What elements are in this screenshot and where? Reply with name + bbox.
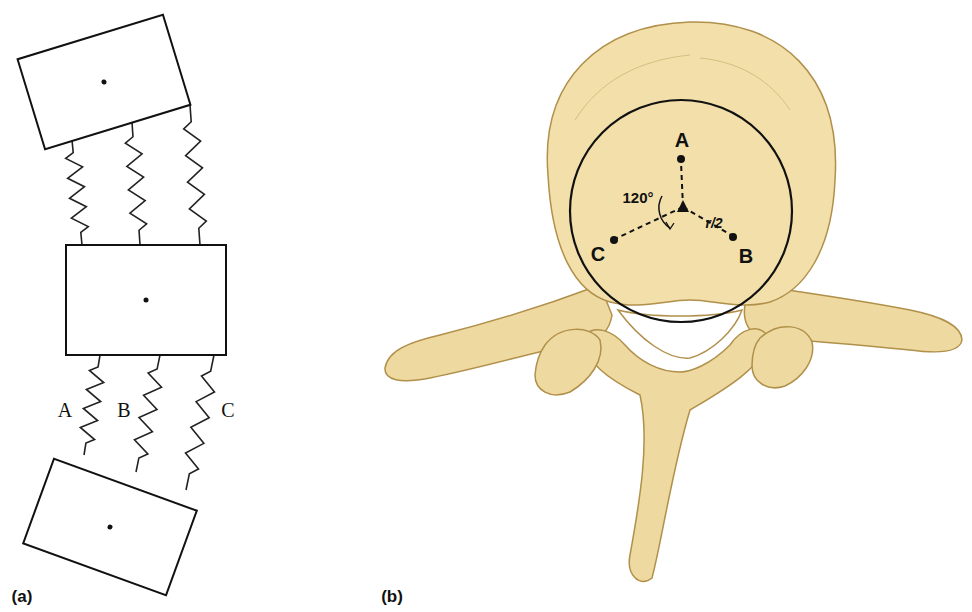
angle-arc [659, 196, 670, 228]
point-label: B [739, 245, 753, 268]
vertebra-drawing [385, 22, 962, 582]
panel-label: (b) [381, 587, 403, 607]
spring-symbol [134, 355, 161, 472]
vertebra-block [66, 245, 226, 355]
shading [575, 55, 790, 120]
spring-label: C [221, 399, 234, 422]
point-label: C [591, 243, 605, 266]
angle-arrow [666, 222, 674, 229]
vertebra-block [23, 459, 197, 596]
spring-label: A [58, 399, 72, 422]
overlay-circle [570, 100, 792, 322]
spring-symbol [80, 355, 103, 455]
angle-label: 120° [622, 189, 653, 206]
spring-symbol [184, 105, 207, 245]
spring-symbol [66, 140, 89, 245]
radius-label: r/2 [705, 215, 722, 231]
center-mark [677, 200, 689, 212]
radius-lines [617, 162, 731, 238]
spring-symbol [186, 355, 215, 490]
point-label: A [675, 129, 689, 152]
vertebra-block [18, 15, 191, 149]
point-markers [610, 155, 737, 244]
spring-symbol [125, 122, 146, 245]
spring-label: B [117, 399, 130, 422]
panel-label: (a) [12, 587, 33, 607]
